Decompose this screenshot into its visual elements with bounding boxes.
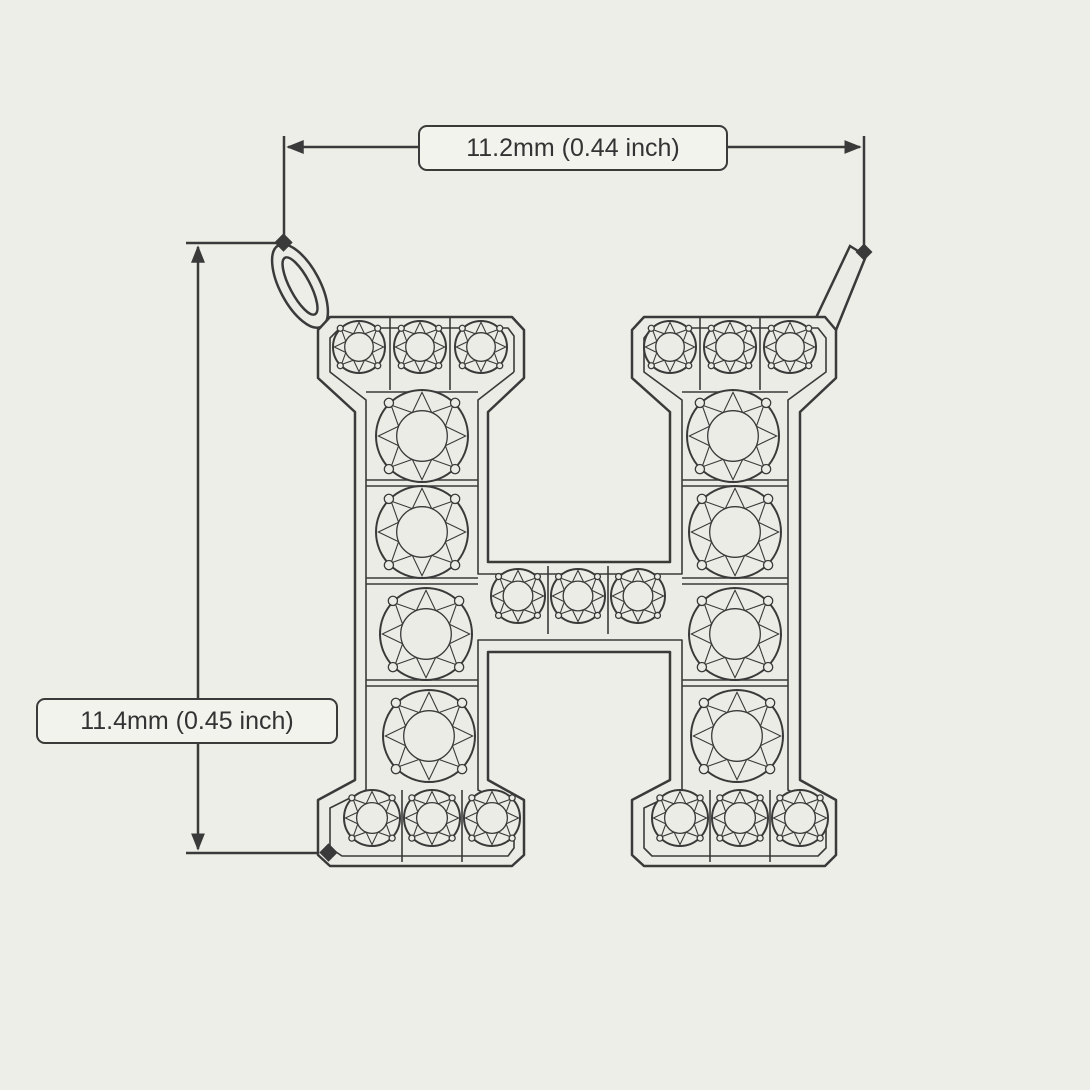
stone-bottom-left-serif-1 — [343, 789, 401, 847]
stone-crossbar-1 — [490, 568, 546, 624]
stone-bottom-right-serif-2 — [711, 789, 769, 847]
stone-top-right-serif-2 — [703, 320, 757, 374]
stone-right-stem-4 — [690, 689, 784, 783]
stones-group — [332, 320, 829, 847]
stone-left-stem-2 — [375, 485, 469, 579]
stone-top-left-serif-1 — [332, 320, 386, 374]
stone-right-stem-1 — [686, 389, 780, 483]
stone-top-left-serif-3 — [454, 320, 508, 374]
stone-bottom-right-serif-1 — [651, 789, 709, 847]
stone-left-stem-4 — [382, 689, 476, 783]
ref-point-bottom-left — [319, 843, 338, 862]
stone-top-left-serif-2 — [393, 320, 447, 374]
reference-points — [274, 233, 873, 862]
stone-bottom-left-serif-3 — [463, 789, 521, 847]
width-dimension-label: 11.2mm (0.44 inch) — [418, 125, 728, 171]
stone-top-right-serif-3 — [763, 320, 817, 374]
stone-crossbar-3 — [610, 568, 666, 624]
stone-right-stem-2 — [688, 485, 782, 579]
height-dimension-label: 11.4mm (0.45 inch) — [36, 698, 338, 744]
ref-point-top-left — [274, 233, 293, 252]
stone-left-stem-1 — [375, 389, 469, 483]
stone-bottom-left-serif-2 — [403, 789, 461, 847]
bails — [270, 243, 868, 332]
height-dimension — [186, 241, 325, 855]
stone-top-right-serif-1 — [643, 320, 697, 374]
stone-crossbar-2 — [550, 568, 606, 624]
stone-bottom-right-serif-3 — [771, 789, 829, 847]
stone-right-stem-3 — [688, 587, 782, 681]
stone-left-stem-3 — [379, 587, 473, 681]
left-bail-hole — [281, 256, 319, 316]
ref-point-top-right — [855, 243, 873, 261]
